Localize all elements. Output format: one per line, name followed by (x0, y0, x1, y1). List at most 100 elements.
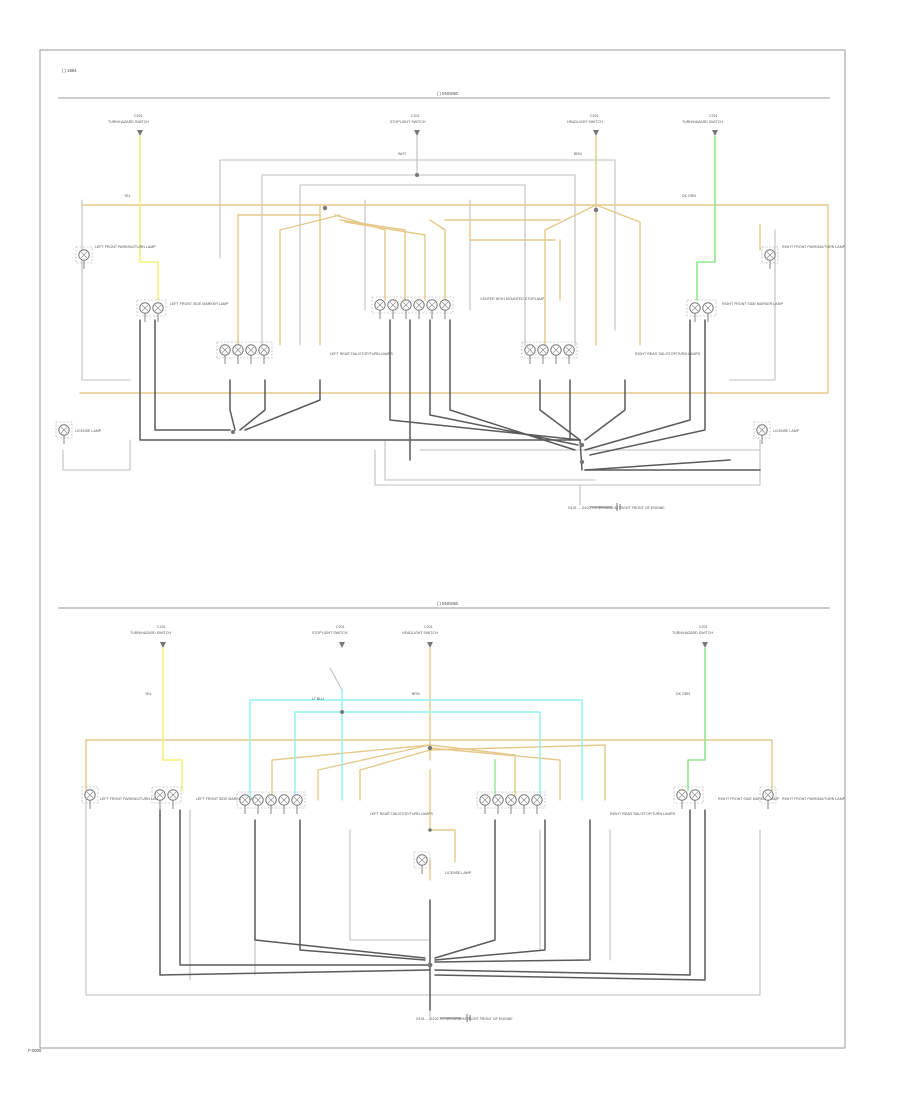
top-switch-pins (137, 130, 718, 136)
top-lamp-group-8-label: LICENSE LAMP (75, 429, 102, 433)
top-wire-label-4: BRN (574, 152, 582, 156)
lamp-filament-icon (234, 346, 242, 354)
bottom-lamp-group-6: RIGHT FRONT SIDE MARKER LAMP (673, 786, 780, 809)
bottom-wire-label-4: BRN (412, 692, 420, 696)
bottom-lamp-group-4-label: LICENSE LAMP (445, 871, 472, 875)
lamp-filament-icon (428, 301, 436, 309)
lamp-filament-icon (526, 346, 534, 354)
bottom-switch-pins (160, 642, 708, 648)
top-lamp-group-1: LEFT FRONT PARKING/TURN LAMP (75, 245, 156, 269)
lamp-filament-icon (418, 856, 426, 864)
top-yellow-wire (139, 135, 159, 301)
top-splice-4 (231, 430, 235, 434)
bottom-yellow-wire (162, 647, 183, 791)
top-splice-5 (579, 442, 585, 448)
bottom-switch-2-name: STOPLIGHT SWITCH (312, 631, 348, 635)
top-diagram: ( ) ENGINE C201 TURN/HAZARD SWITCH C201 … (55, 91, 846, 511)
bottom-switch-4-pos: C201 (699, 625, 708, 629)
bottom-lamp-group-3-label: LEFT REAR TAIL/STOP/TURN LAMPS (370, 812, 433, 816)
lamp-filament-icon (415, 301, 423, 309)
lamp-filament-icon (389, 301, 397, 309)
lamp-filament-icon (764, 791, 772, 799)
bottom-splice-4 (428, 828, 432, 832)
bottom-switch-3-name: HEADLIGHT SWITCH (402, 631, 438, 635)
top-lamp-group-6: RIGHT FRONT SIDE MARKER LAMP (686, 299, 784, 322)
bottom-diagram: ( ) ENGINE C201 TURN/HAZARD SWITCH C201 … (58, 601, 846, 1022)
lamp-filament-icon (533, 796, 541, 804)
lamp-filament-icon (141, 304, 149, 312)
top-splices (231, 173, 599, 465)
lamp-filament-icon (481, 796, 489, 804)
bottom-lamp-group-1: LEFT FRONT PARKING/TURN LAMP (81, 786, 161, 809)
corner-label: ( ) 1994 (62, 68, 77, 73)
bottom-lamp-group-3: LEFT REAR TAIL/STOP/TURN LAMPS (236, 791, 433, 816)
top-lamp-group-6-label: RIGHT FRONT SIDE MARKER LAMP (722, 302, 784, 306)
top-gray-wires (62, 135, 776, 506)
top-wire-label-1: YEL (124, 194, 131, 198)
lamp-filament-icon (247, 346, 255, 354)
top-splice-6 (579, 459, 585, 465)
top-wire-label-3: WHT (398, 152, 407, 156)
lamp-housing (371, 296, 454, 314)
footer-label: F-0000 (28, 1048, 42, 1053)
top-section-label: ( ) ENGINE (437, 91, 458, 96)
lamp-filament-icon (758, 426, 766, 434)
bottom-lamp-group-7-label: RIGHT FRONT PARKING/TURN LAMP (782, 797, 846, 801)
top-lamp-group-9-label: LICENSE LAMP (773, 429, 800, 433)
top-lamp-group-5-label: RIGHT REAR TAIL/STOP/TURN LAMPS (635, 352, 701, 356)
top-switch-2-name: STOPLIGHT SWITCH (390, 120, 426, 124)
lamp-filament-icon (376, 301, 384, 309)
lamp-filament-icon (267, 796, 275, 804)
top-lamp-group-1-label: LEFT FRONT PARKING/TURN LAMP (95, 245, 156, 249)
top-lamp-group-8: LICENSE LAMP (55, 421, 102, 444)
lamp-filament-icon (86, 791, 94, 799)
bottom-lamp-group-7: RIGHT FRONT PARKING/TURN LAMP (759, 786, 846, 809)
bottom-wire-label-2: DK GRN (676, 692, 690, 696)
top-black-wires (139, 319, 761, 471)
lamp-filament-icon (80, 251, 88, 259)
top-switch-3-pos: C201 (590, 114, 599, 118)
top-green-wire (696, 135, 716, 301)
lamp-housing (673, 786, 704, 804)
top-lamp-group-7: RIGHT FRONT PARKING/TURN LAMP (761, 245, 846, 269)
bottom-cyan-wires (249, 689, 583, 801)
bottom-lamp-group-1-label: LEFT FRONT PARKING/TURN LAMP (100, 797, 161, 801)
bottom-splice-1 (427, 745, 433, 751)
top-splice-2 (593, 207, 599, 213)
bottom-switch-2-pos: C201 (336, 625, 345, 629)
lamp-filament-icon (691, 304, 699, 312)
lamp-filament-icon (539, 346, 547, 354)
lamp-filament-icon (169, 791, 177, 799)
bottom-section-label: ( ) ENGINE (437, 601, 458, 606)
top-lamp-group-4: CENTER HIGH MOUNTED STOPLAMP (371, 296, 545, 319)
bottom-lamp-group-4: LICENSE LAMP (413, 851, 472, 875)
lamp-filament-icon (565, 346, 573, 354)
top-ground-label: G101 ... G102 TO GROUND AT RIGHT FRONT O… (568, 506, 665, 510)
bottom-lamp-group-5-label: RIGHT REAR TAIL/STOP/TURN LAMPS (610, 812, 676, 816)
lamp-filament-icon (241, 796, 249, 804)
top-lamp-group-2-label: LEFT FRONT SIDE MARKER LAMP (170, 302, 229, 306)
lamp-filament-icon (60, 426, 68, 434)
bottom-wire-label-3: LT BLU (312, 697, 324, 701)
bottom-splice-2 (340, 710, 344, 714)
lamp-filament-icon (293, 796, 301, 804)
top-lamp-group-9: LICENSE LAMP (753, 421, 800, 444)
bottom-switch-4-name: TURN/HAZARD SWITCH (672, 631, 713, 635)
top-switch-1-pos: C201 (134, 114, 143, 118)
top-splice-1 (322, 205, 328, 211)
bottom-tan-wires (85, 647, 773, 881)
top-switch-1-name: TURN/HAZARD SWITCH (108, 120, 149, 124)
lamp-housing (686, 299, 717, 317)
bottom-switch-1-pos: C201 (157, 625, 166, 629)
top-tan-wires (79, 135, 829, 394)
top-splice-3 (415, 173, 419, 177)
bottom-ground-label: G101 ... G102 TO GROUND AT RIGHT FRONT O… (416, 1017, 513, 1021)
lamp-filament-icon (260, 346, 268, 354)
bottom-lamp-group-6-label: RIGHT FRONT SIDE MARKER LAMP (718, 797, 780, 801)
lamp-filament-icon (280, 796, 288, 804)
lamp-filament-icon (402, 301, 410, 309)
bottom-switch-3-pos: C201 (424, 625, 433, 629)
lamp-housing (136, 299, 167, 317)
top-lamp-group-4-label: CENTER HIGH MOUNTED STOPLAMP (480, 297, 545, 301)
lamp-filament-icon (254, 796, 262, 804)
